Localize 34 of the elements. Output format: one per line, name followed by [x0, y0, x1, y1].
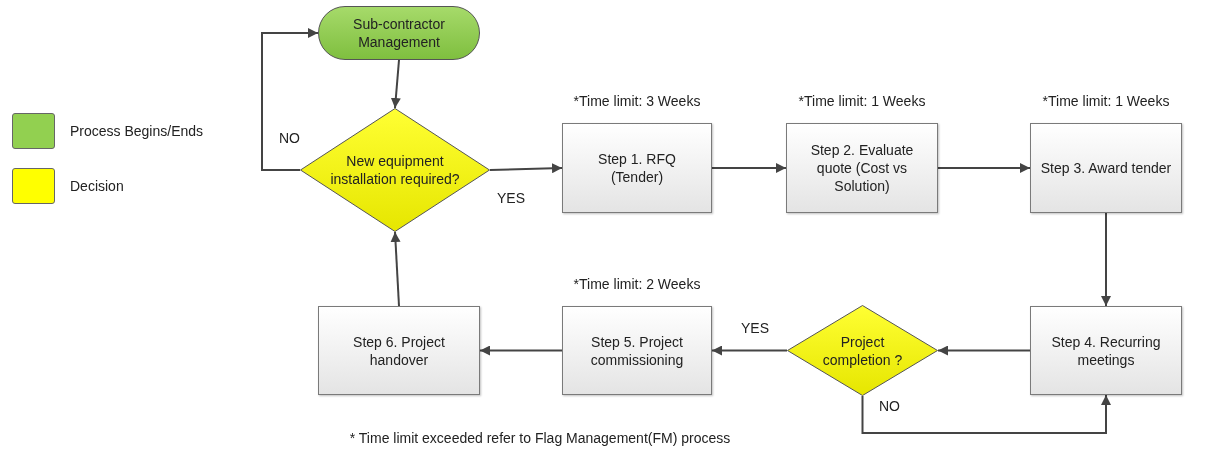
arrow	[861, 394, 1111, 434]
node-text: Step 1. RFQ (Tender)	[597, 150, 677, 186]
arrow	[937, 345, 1031, 356]
legend-label: Process Begins/Ends	[70, 123, 204, 139]
footnote: * Time limit exceeded refer to Flag Management(FM) process	[348, 429, 732, 448]
edge-label: YES	[496, 190, 526, 206]
node-text: Project completion ?	[821, 332, 904, 369]
arrow	[711, 163, 787, 173]
legend-label: Decision	[70, 178, 124, 194]
arrow	[489, 163, 563, 174]
time-limit-note: *Time limit: 2 Weeks	[573, 276, 701, 292]
arrow	[390, 59, 401, 109]
terminal-shape	[318, 6, 480, 60]
arrow	[479, 345, 563, 356]
time-limit-note: *Time limit: 3 Weeks	[573, 93, 701, 109]
node-text: Step 5. Project commissioning	[589, 332, 685, 369]
arrow	[390, 231, 401, 307]
process-box	[1030, 306, 1182, 395]
node-text: Step 2. Evaluate quote (Cost vs Solution)	[809, 141, 915, 195]
node-text: Step 3. Award tender	[1039, 159, 1173, 177]
edge-label: NO	[878, 398, 901, 414]
node-text: New equipment installation required?	[329, 152, 461, 188]
arrow	[937, 163, 1031, 173]
process-box	[318, 306, 480, 395]
time-limit-note: *Time limit: 1 Weeks	[798, 93, 926, 109]
arrow	[1101, 212, 1111, 307]
node-text: Sub-contractor Management	[352, 15, 446, 51]
time-limit-note: *Time limit: 1 Weeks	[1042, 93, 1170, 109]
node-text: Step 4. Recurring meetings	[1050, 332, 1162, 369]
node-text: Step 6. Project handover	[352, 332, 446, 369]
edge-label: NO	[278, 130, 301, 146]
arrow	[261, 28, 319, 171]
edge-label: YES	[740, 320, 770, 336]
arrow	[711, 345, 788, 356]
